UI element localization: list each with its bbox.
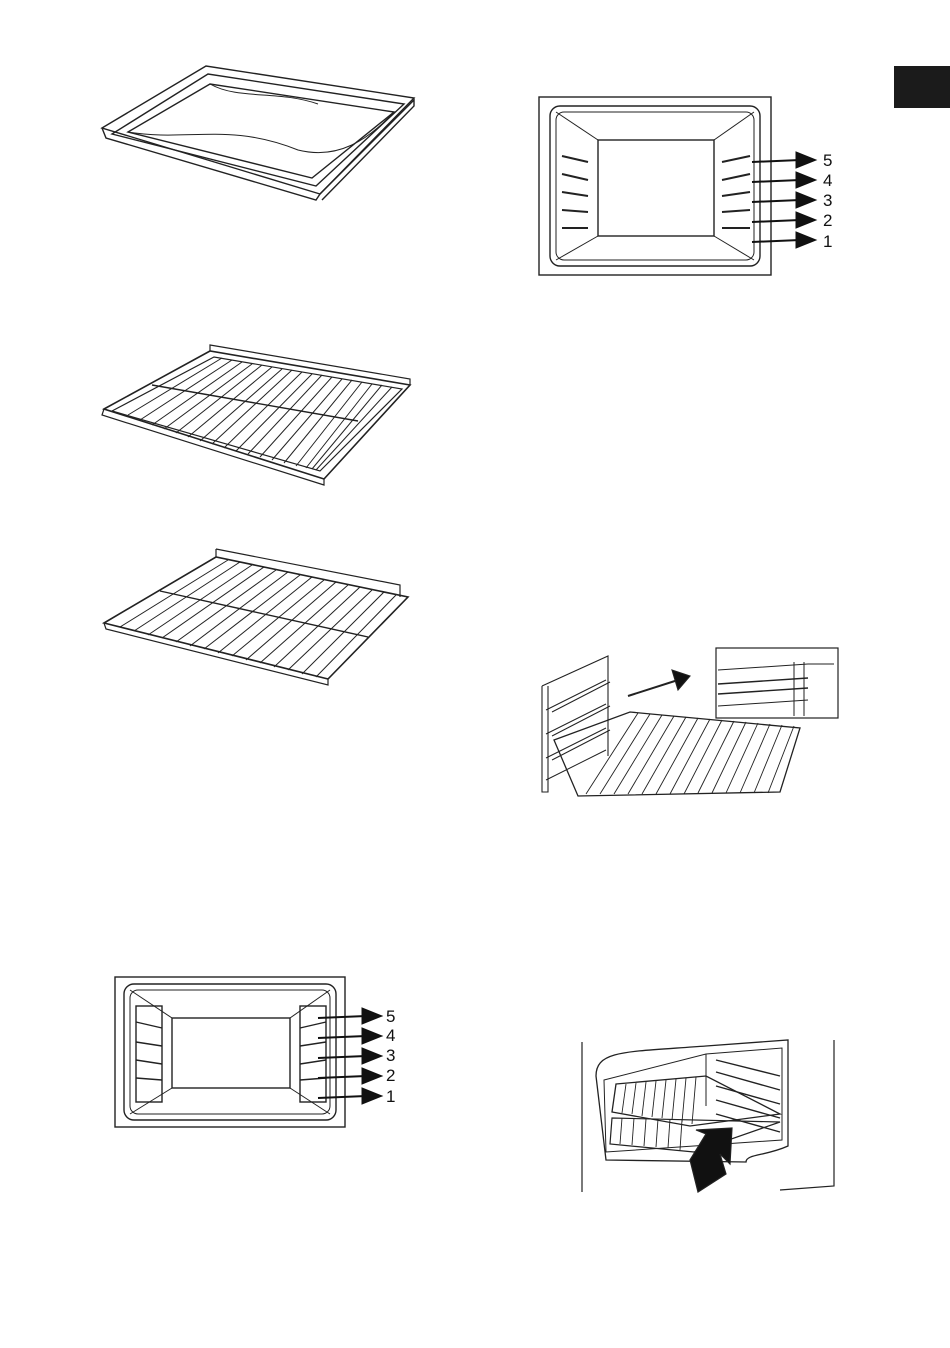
level-label-4-bottom: 4 [386, 1027, 395, 1044]
insert-grill-icon [538, 646, 840, 796]
wire-shelf-icon [98, 545, 418, 685]
level-label-3-bottom: 3 [386, 1047, 395, 1064]
push-grill-icon [566, 1036, 838, 1196]
wire-grill-icon [98, 345, 418, 485]
oven-cavity-telescopic-runners-icon [114, 976, 346, 1128]
level-arrows-top [752, 150, 822, 250]
baking-tray-icon [98, 60, 418, 200]
level-label-5-bottom: 5 [386, 1008, 395, 1025]
level-label-2: 2 [823, 212, 832, 229]
level-label-3: 3 [823, 192, 832, 209]
level-label-5: 5 [823, 152, 832, 169]
oven-cavity-wire-runners-icon [538, 96, 772, 276]
level-arrows-bottom [318, 1006, 388, 1106]
level-label-4: 4 [823, 172, 832, 189]
level-label-1: 1 [823, 233, 832, 250]
level-label-2-bottom: 2 [386, 1067, 395, 1084]
edge-tab [894, 66, 950, 108]
level-label-1-bottom: 1 [386, 1088, 395, 1105]
